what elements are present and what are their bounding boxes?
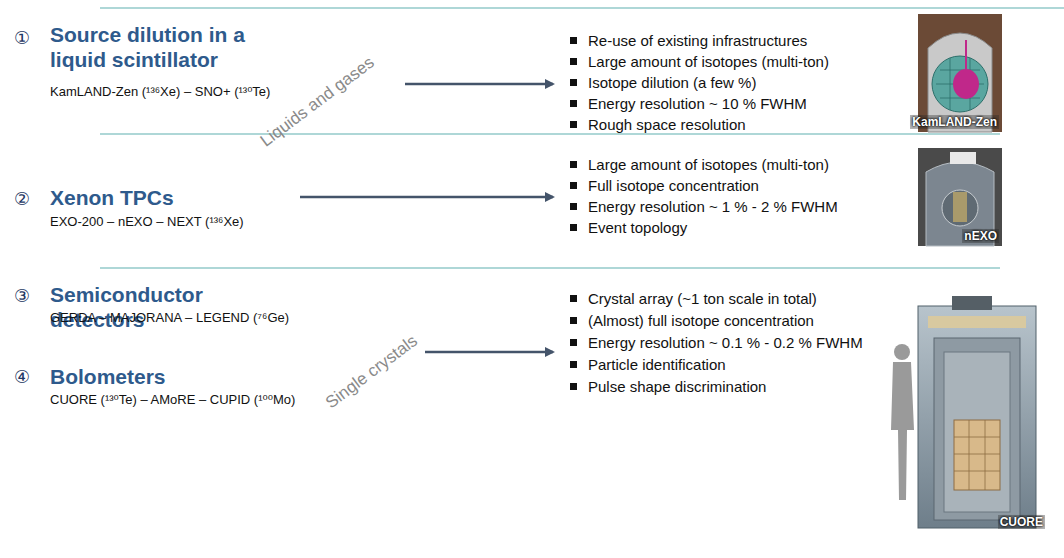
- arrow: [300, 196, 553, 199]
- bullet-item: Re-use of existing infrastructures: [568, 32, 807, 49]
- bullet-item: Event topology: [568, 219, 687, 236]
- nexo-illustration: [918, 148, 1002, 246]
- group-label: Liquids and gases: [257, 53, 378, 151]
- separator-line: [100, 133, 1000, 134]
- callout-number: ①: [14, 27, 30, 48]
- bullet-item: Full isotope concentration: [568, 177, 759, 194]
- bullet-item: Rough space resolution: [568, 116, 746, 133]
- separator-line: [100, 7, 1064, 8]
- separator-line: [100, 267, 1000, 268]
- experiment-list: KamLAND-Zen (¹³⁶Xe) – SNO+ (¹³⁰Te): [50, 84, 270, 99]
- bullet-item: Large amount of isotopes (multi-ton): [568, 53, 829, 70]
- bullet-item: Particle identification: [568, 356, 726, 373]
- bullet-item: Crystal array (~1 ton scale in total): [568, 290, 817, 307]
- bullet-item: Energy resolution ~ 1 % - 2 % FWHM: [568, 198, 838, 215]
- experiment-list: EXO-200 – nEXO – NEXT (¹³⁶Xe): [50, 214, 244, 229]
- bullet-item: Energy resolution ~ 0.1 % - 0.2 % FWHM: [568, 334, 863, 351]
- picture-caption: nEXO: [962, 229, 999, 243]
- picture-caption: CUORE: [998, 515, 1045, 529]
- category-title: Bolometers: [50, 364, 280, 389]
- detector-picture: nEXO: [918, 148, 1002, 246]
- cuore-illustration: [891, 296, 1036, 528]
- group-label: Single crystals: [322, 331, 422, 413]
- callout-number: ②: [14, 188, 30, 209]
- detector-picture: KamLAND-Zen: [905, 14, 1002, 132]
- experiment-list: CUORE (¹³⁰Te) – AMoRE – CUPID (¹⁰⁰Mo): [50, 392, 295, 407]
- bullet-item: (Almost) full isotope concentration: [568, 312, 814, 329]
- category-title: Xenon TPCs: [50, 185, 280, 210]
- callout-number: ④: [14, 366, 30, 387]
- bullet-item: Energy resolution ~ 10 % FWHM: [568, 95, 807, 112]
- detector-picture: CUORE: [888, 298, 1048, 532]
- bullet-item: Large amount of isotopes (multi-ton): [568, 156, 829, 173]
- experiment-list: GERDA – MAJORANA – LEGEND (⁷⁶Ge): [50, 310, 289, 325]
- bullet-item: Isotope dilution (a few %): [568, 74, 756, 91]
- category-title: Source dilution in a liquid scintillator: [50, 22, 280, 72]
- picture-caption: KamLAND-Zen: [910, 115, 999, 129]
- arrow: [425, 351, 553, 354]
- bullet-item: Pulse shape discrimination: [568, 378, 766, 395]
- arrow: [405, 83, 553, 86]
- callout-number: ③: [14, 285, 30, 306]
